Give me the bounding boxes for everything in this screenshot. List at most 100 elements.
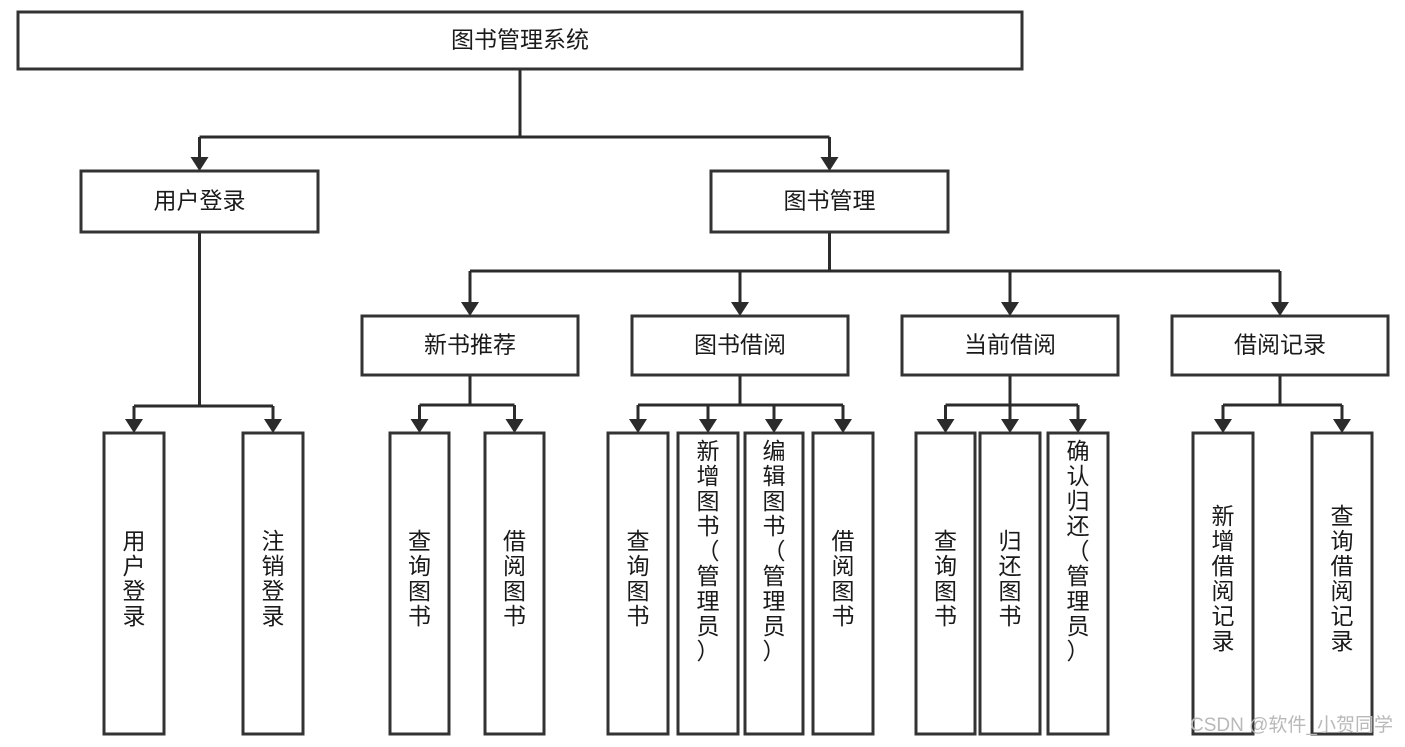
edge-user-login-to-leaf-user-login-arrowhead — [125, 419, 143, 433]
node-label-leaf-add-book-admin-char-4: （ — [697, 538, 720, 564]
node-label-leaf-add-borrow-record-char-0: 新 — [1212, 503, 1235, 529]
node-label-leaf-borrow-book-char-3: 书 — [832, 603, 855, 629]
node-label-leaf-return-book-char-3: 书 — [999, 603, 1022, 629]
node-box-current-borrow — [900, 314, 1120, 377]
node-label-leaf-add-borrow-record-char-2: 借 — [1212, 553, 1235, 579]
node-label-leaf-borrow-book-char-0: 借 — [832, 528, 855, 554]
node-label-leaf-query-borrow-record-char-2: 借 — [1331, 553, 1354, 579]
edge-root-to-book-management-arrowhead — [820, 157, 839, 171]
node-box-leaf-borrow-book — [811, 431, 875, 736]
node-label-leaf-user-login-char-1: 户 — [123, 553, 146, 579]
node-box-user-login — [79, 169, 320, 234]
edge-borrow-record-to-leaf-add-borrow-record-arrowhead — [1214, 419, 1232, 433]
edge-book-borrow-to-leaf-add-book-admin-arrowhead — [699, 419, 717, 433]
node-label-leaf-confirm-return-admin-char-8: ） — [1067, 638, 1090, 664]
node-label-leaf-return-book-char-1: 还 — [999, 553, 1022, 579]
node-root[interactable]: 图书管理系统 — [16, 10, 1024, 71]
node-book-borrow[interactable]: 图书借阅 — [630, 314, 850, 377]
node-label-leaf-edit-book-admin-char-0: 编 — [763, 438, 786, 464]
node-borrow-record[interactable]: 借阅记录 — [1170, 314, 1390, 377]
node-box-leaf-logout-login — [241, 431, 305, 736]
node-label-leaf-query-borrow-record-char-0: 查 — [1331, 503, 1354, 529]
node-label-leaf-add-borrow-record-char-3: 阅 — [1212, 578, 1235, 604]
node-label-leaf-confirm-return-admin-char-0: 确 — [1067, 438, 1090, 464]
node-label-leaf-confirm-return-admin-char-2: 归 — [1067, 488, 1090, 514]
node-label-leaf-confirm-return-admin-char-5: 管 — [1067, 563, 1090, 589]
node-label-leaf-query-book-recommend-char-1: 询 — [408, 553, 431, 579]
node-leaf-user-login[interactable]: 用户登录 — [102, 431, 166, 736]
edge-current-borrow-to-leaf-return-book-arrowhead — [1001, 419, 1019, 433]
node-box-leaf-edit-book-admin — [743, 431, 805, 736]
node-label-leaf-query-book-current-char-3: 书 — [934, 603, 957, 629]
node-label-root: 图书管理系统 — [451, 27, 589, 53]
node-current-borrow[interactable]: 当前借阅 — [900, 314, 1120, 377]
node-label-leaf-add-book-admin-char-8: ） — [697, 638, 720, 664]
node-label-user-login: 用户登录 — [154, 188, 246, 214]
node-label-leaf-logout-login-char-2: 登 — [262, 578, 285, 604]
node-label-leaf-query-book-recommend-char-0: 查 — [408, 528, 431, 554]
node-label-leaf-query-book-borrow-char-1: 询 — [627, 553, 650, 579]
node-label-leaf-query-book-borrow-char-2: 图 — [627, 578, 650, 604]
node-label-leaf-confirm-return-admin-char-7: 员 — [1067, 613, 1090, 639]
node-new-book-recommend[interactable]: 新书推荐 — [360, 314, 580, 377]
node-label-leaf-add-book-admin-char-6: 理 — [697, 588, 720, 614]
node-label-leaf-query-borrow-record-char-1: 询 — [1331, 528, 1354, 554]
edge-current-borrow-to-leaf-confirm-return-admin-arrowhead — [1069, 419, 1087, 433]
node-label-leaf-query-book-current-char-1: 询 — [934, 553, 957, 579]
node-label-leaf-return-book-char-2: 图 — [999, 578, 1022, 604]
edge-new-book-recommend-to-leaf-borrow-book-recommend-arrowhead — [505, 419, 524, 433]
node-book-management[interactable]: 图书管理 — [709, 169, 950, 234]
node-label-leaf-add-book-admin-char-5: 管 — [697, 563, 720, 589]
node-box-borrow-record — [1170, 314, 1390, 377]
node-label-leaf-user-login-char-3: 录 — [123, 603, 146, 629]
node-box-leaf-add-book-admin — [676, 431, 740, 736]
node-label-leaf-confirm-return-admin-char-6: 理 — [1067, 588, 1090, 614]
node-label-leaf-edit-book-admin-char-3: 书 — [763, 513, 786, 539]
node-label-leaf-edit-book-admin-char-7: 员 — [763, 613, 786, 639]
node-label-leaf-return-book-char-0: 归 — [999, 528, 1022, 554]
edge-book-management-to-book-borrow-arrowhead — [731, 302, 749, 316]
node-label-leaf-borrow-book-recommend-char-3: 书 — [503, 603, 526, 629]
node-label-leaf-add-borrow-record-char-5: 录 — [1212, 628, 1235, 654]
node-label-leaf-user-login-char-0: 用 — [123, 528, 146, 554]
node-box-book-borrow — [630, 314, 850, 377]
node-label-leaf-add-book-admin-char-0: 新 — [697, 438, 720, 464]
edge-borrow-record-to-leaf-query-borrow-record-arrowhead — [1333, 419, 1351, 433]
node-label-leaf-borrow-book-recommend-char-1: 阅 — [503, 553, 526, 579]
node-label-leaf-edit-book-admin-char-4: （ — [763, 538, 786, 564]
node-label-new-book-recommend: 新书推荐 — [424, 332, 516, 358]
node-label-leaf-query-borrow-record-char-5: 录 — [1331, 628, 1354, 654]
node-label-leaf-add-book-admin-char-7: 员 — [697, 613, 720, 639]
node-box-leaf-query-book-recommend — [388, 431, 451, 736]
node-label-leaf-borrow-book-char-1: 阅 — [832, 553, 855, 579]
node-boxes: 图书管理系统用户登录图书管理新书推荐图书借阅当前借阅借阅记录用户登录注销登录查询… — [16, 10, 1390, 736]
node-label-leaf-confirm-return-admin-char-4: （ — [1067, 538, 1090, 564]
edge-new-book-recommend-to-leaf-query-book-recommend-arrowhead — [410, 419, 429, 433]
node-label-leaf-edit-book-admin-char-8: ） — [763, 638, 786, 664]
node-label-leaf-confirm-return-admin-char-1: 认 — [1067, 463, 1090, 489]
node-label-leaf-add-borrow-record-char-4: 记 — [1212, 603, 1235, 629]
node-label-leaf-add-book-admin-char-2: 图 — [697, 488, 720, 514]
node-label-leaf-borrow-book-char-2: 图 — [832, 578, 855, 604]
node-label-leaf-edit-book-admin-char-2: 图 — [763, 488, 786, 514]
node-label-leaf-query-book-borrow-char-3: 书 — [627, 603, 650, 629]
node-user-login[interactable]: 用户登录 — [79, 169, 320, 234]
node-box-book-management — [709, 169, 950, 234]
connector-lines — [125, 69, 1351, 433]
node-label-leaf-borrow-book-recommend-char-0: 借 — [503, 528, 526, 554]
node-box-leaf-query-book-borrow — [606, 431, 670, 736]
node-box-leaf-query-borrow-record — [1310, 431, 1374, 736]
